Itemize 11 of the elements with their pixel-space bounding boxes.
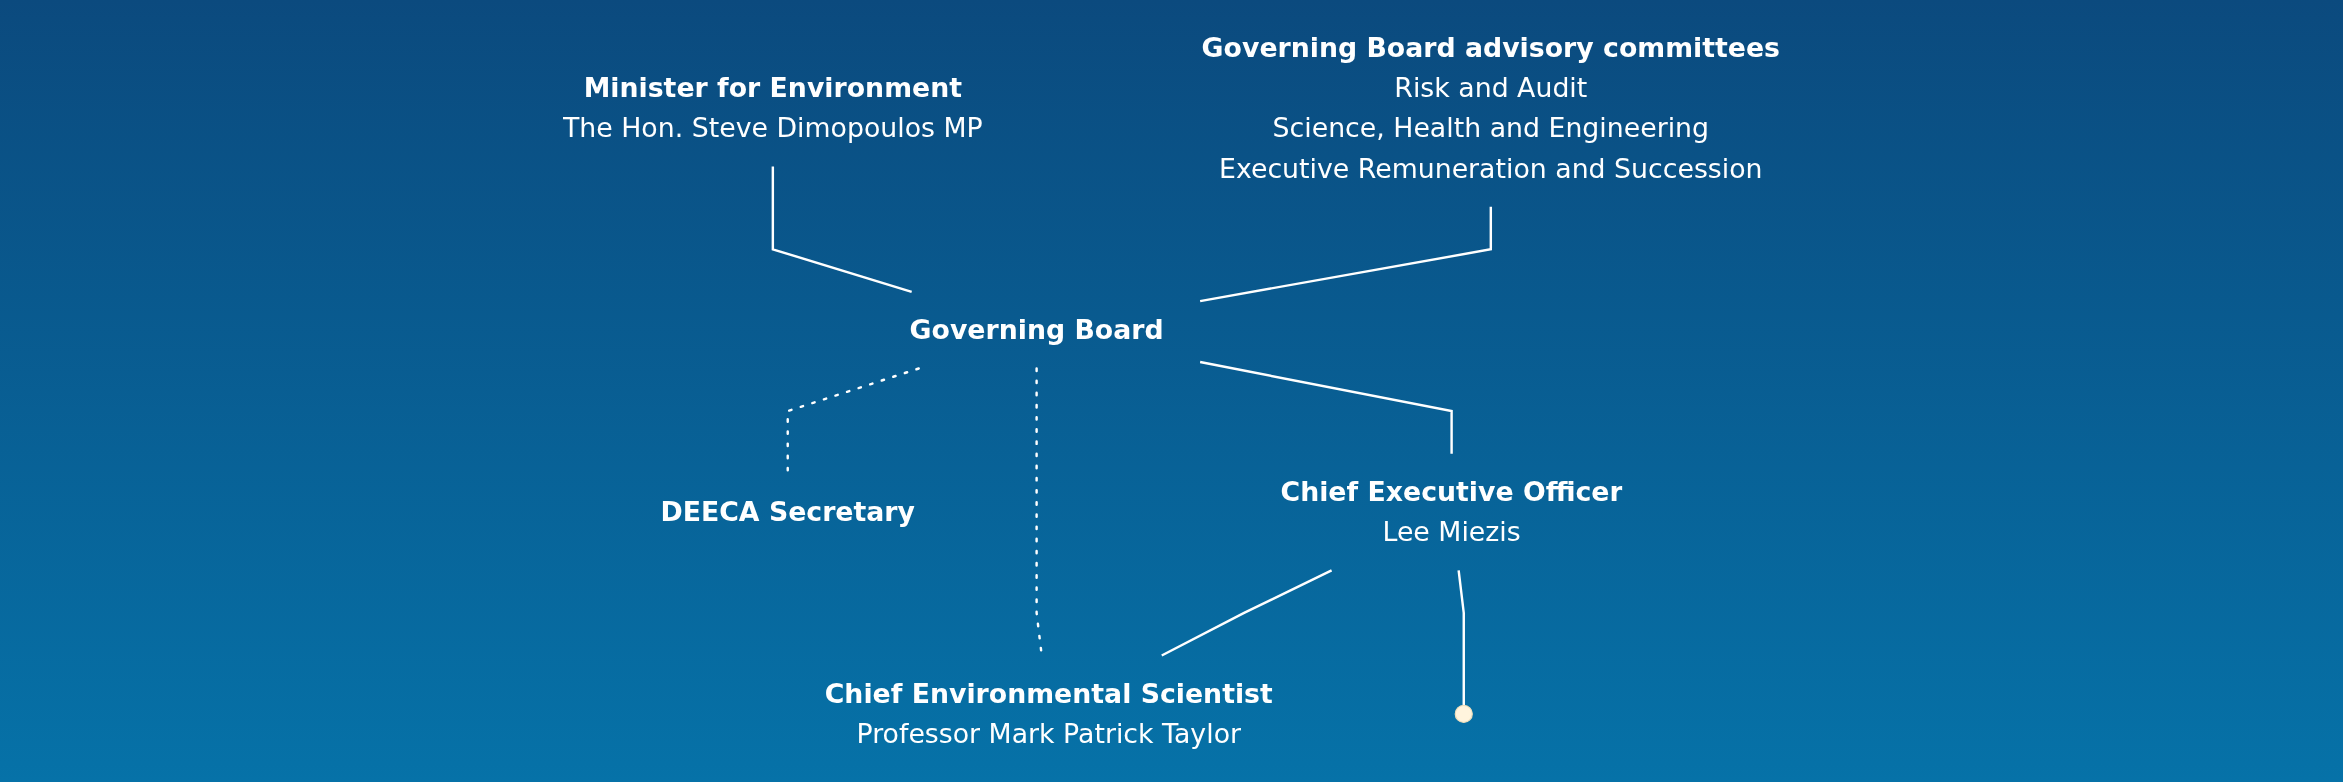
node-text: Chief Executive Officer Lee Miezis <box>1280 476 1623 548</box>
node-text: Governing Board <box>909 314 1164 346</box>
connector <box>1199 206 1493 303</box>
connector <box>1161 569 1333 657</box>
node-text: Governing Board advisory committees Risk and Audit Science, Health and Engineering Executive Remuneration and Succession <box>1201 32 1781 184</box>
connector <box>771 166 913 294</box>
node-text: Minister for Environment The Hon. Steve Dimopoulos MP <box>562 72 983 144</box>
connector <box>1199 360 1453 454</box>
node-text: Chief Environmental Scientist Professor Mark Patrick Taylor <box>824 678 1273 750</box>
node-text: DEECA Secretary <box>660 496 915 528</box>
connector <box>1457 570 1465 706</box>
